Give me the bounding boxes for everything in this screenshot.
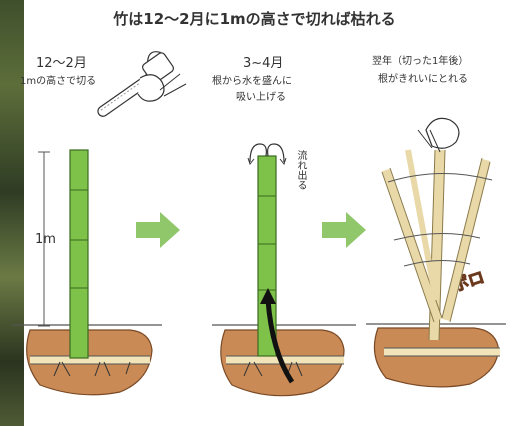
panel2-heading: 3~4月 [243, 56, 284, 71]
panel3-illustration [366, 117, 506, 388]
panel1-subheading: 1mの高さで切る [20, 76, 97, 87]
pulling-hand-icon [425, 117, 460, 149]
panel3-heading: 翌年（切った1年後） [372, 56, 469, 67]
next-arrow-2 [322, 212, 366, 248]
panel2-subheading-line2: 吸い上げる [236, 92, 286, 103]
diagram-title: 竹は12～2月に1mの高さで切れば枯れる [113, 10, 396, 28]
panel3-subheading: 根がきれいにとれる [378, 74, 468, 85]
soil-patch-3 [373, 327, 499, 388]
bamboo-stump-2 [257, 155, 277, 357]
hand-icon [137, 74, 165, 102]
next-arrow-1 [136, 212, 180, 248]
panel2-illustration [212, 143, 356, 397]
water-flow-arrow [265, 299, 295, 384]
panel1-heading: 12～2月 [36, 56, 87, 71]
background-photo-edge [0, 0, 24, 426]
panel1-illustration [12, 51, 187, 396]
bamboo-stump [69, 149, 89, 359]
panel2-subheading-line1: 根から水を盛んに [212, 76, 292, 87]
flow-out-label: 流れ出る [295, 150, 306, 190]
height-measure-label: 1m [33, 232, 58, 247]
